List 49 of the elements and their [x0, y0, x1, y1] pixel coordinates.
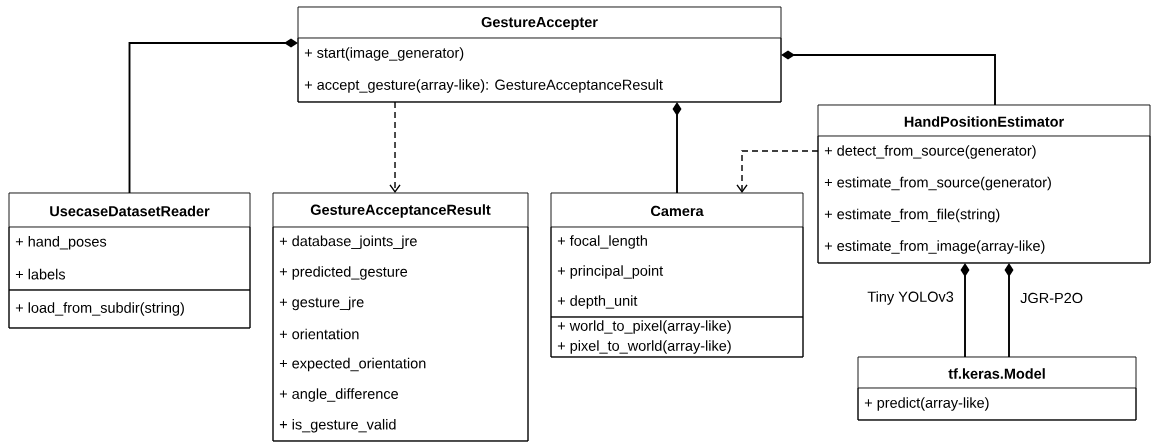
compartment [817, 135, 1151, 264]
member-text: + angle_difference [279, 388, 398, 402]
member-text: + predict(array-like) [864, 397, 989, 411]
class-name: HandPositionEstimator [904, 116, 1064, 127]
class-box [297, 6, 782, 103]
compartment [550, 226, 804, 318]
connector [128, 38, 298, 194]
compartment [550, 316, 804, 358]
member-text: + estimate_from_source(generator) [824, 176, 1051, 191]
class-name: UsecaseDatasetReader [50, 205, 210, 217]
member-text: + load_from_subdir(string) [15, 302, 184, 316]
member-text: + focal_length [557, 235, 647, 249]
member-text: + accept_gesture(array-like): GestureAcceptanceResult [304, 79, 663, 93]
class-name: tf.keras.Model [948, 368, 1045, 379]
connector [672, 102, 682, 194]
compartment [8, 289, 251, 329]
member-text: + predicted_gesture [279, 266, 408, 280]
class-name: GestureAcceptanceResult [310, 204, 491, 218]
member-text: + is_gesture_valid [279, 418, 396, 433]
member-text: + world_to_pixel(array-like) [557, 320, 731, 334]
class-box [550, 192, 804, 358]
edge-label: JGR-P2O [1019, 291, 1085, 305]
connector [960, 263, 970, 358]
connector [736, 150, 819, 193]
member-text: + database_joints_jre [279, 235, 417, 250]
member-text: + orientation [279, 328, 359, 340]
compartment [857, 387, 1137, 421]
class-box [857, 356, 1137, 421]
compartment [297, 37, 782, 103]
member-text: + estimate_from_image(array-like) [824, 240, 1045, 254]
compartment [8, 226, 251, 291]
member-text: + hand_poses [15, 236, 107, 250]
member-text: + gesture_jre [279, 296, 364, 311]
member-text: + expected_orientation [279, 357, 426, 372]
member-text: + detect_from_source(generator) [824, 145, 1036, 159]
connector [389, 101, 401, 193]
class-box [817, 104, 1151, 264]
member-text: + estimate_from_file(string) [824, 208, 1000, 223]
connector [1004, 263, 1014, 358]
member-text: + pixel_to_world(array-like) [557, 340, 731, 354]
class-box [8, 192, 251, 329]
member-text: + start(image_generator) [304, 47, 464, 61]
class-name: Camera [651, 205, 704, 217]
member-text: + labels [15, 268, 66, 280]
member-text: + principal_point [557, 265, 664, 279]
member-text: + depth_unit [557, 295, 638, 309]
edge-label: Tiny YOLOv3 [866, 290, 955, 306]
class-name: GestureAccepter [481, 16, 598, 31]
connector [781, 50, 996, 106]
